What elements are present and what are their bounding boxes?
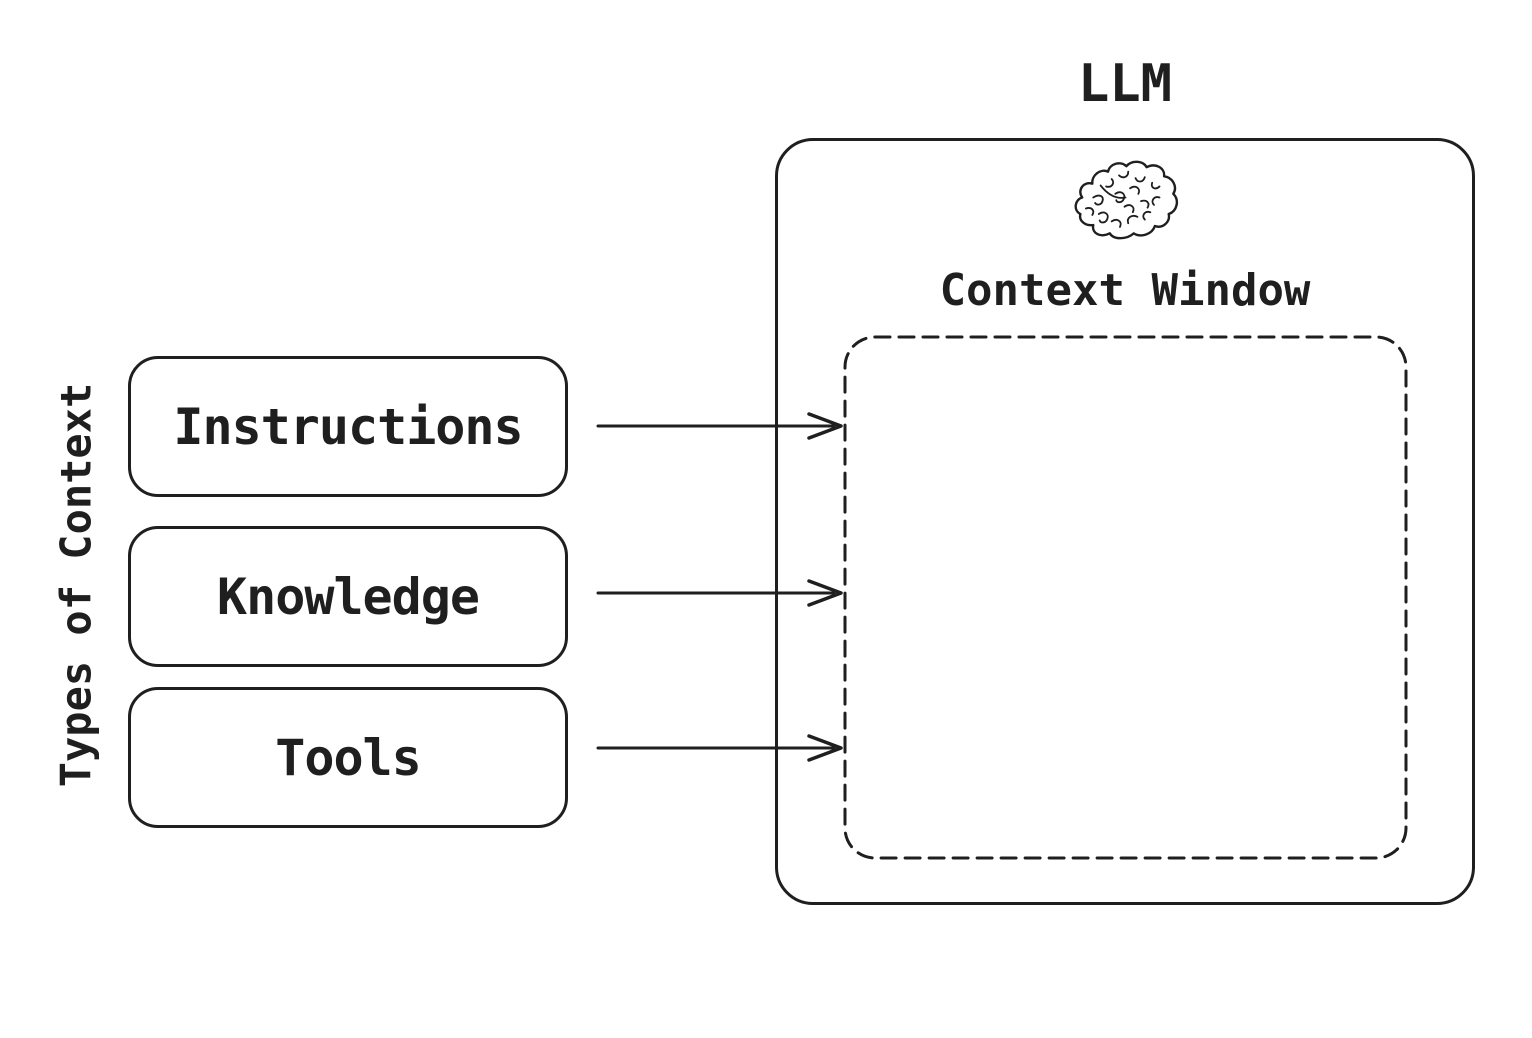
context-type-label-knowledge: Knowledge bbox=[217, 567, 480, 626]
context-type-box-instructions: Instructions bbox=[128, 356, 568, 497]
arrow-knowledge-to-context-window bbox=[596, 579, 843, 607]
arrow-tools-to-context-window bbox=[596, 734, 843, 762]
llm-box: Context Window bbox=[775, 138, 1475, 905]
context-type-box-tools: Tools bbox=[128, 687, 568, 828]
llm-title: LLM bbox=[1078, 54, 1172, 114]
arrow-instructions-to-context-window bbox=[596, 412, 843, 440]
context-window-label: Context Window bbox=[939, 265, 1311, 316]
context-type-label-tools: Tools bbox=[275, 728, 422, 787]
context-type-label-instructions: Instructions bbox=[173, 397, 523, 456]
context-window-boundary bbox=[843, 335, 1408, 860]
context-type-box-knowledge: Knowledge bbox=[128, 526, 568, 667]
brain-icon bbox=[1074, 160, 1179, 240]
